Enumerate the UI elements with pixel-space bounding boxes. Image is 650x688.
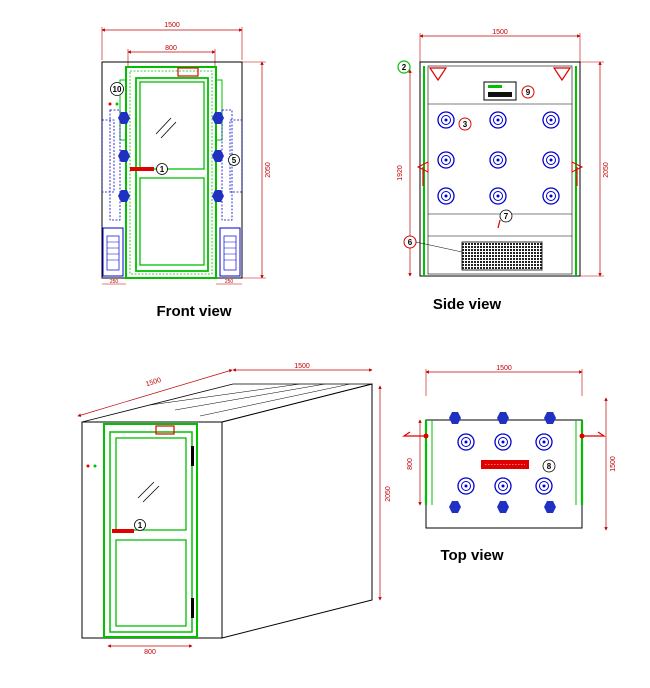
front-door-dim: 800: [165, 45, 177, 52]
front-callout-5: 5: [232, 156, 237, 165]
side-view: 1500 1920 2050 2 9: [397, 29, 610, 313]
front-height-dim: 2050: [265, 162, 272, 178]
front-view-title: Front view: [156, 303, 231, 320]
top-width-dim: 1500: [496, 365, 512, 372]
top-door-dim: 800: [407, 458, 414, 470]
front-left-base-dim: 250: [110, 279, 119, 285]
front-right-base-dim: 250: [225, 279, 234, 285]
iso-door-dim: 800: [144, 649, 156, 656]
top-view: 1500 1500 800 8: [402, 365, 617, 564]
side-view-title: Side view: [433, 296, 502, 313]
front-width-dim: 1500: [164, 22, 180, 29]
side-callout-2: 2: [402, 63, 407, 72]
side-callout-9: 9: [526, 88, 531, 97]
front-callout-10: 10: [113, 85, 122, 94]
iso-width-dim: 1500: [294, 363, 310, 370]
front-callout-1: 1: [160, 165, 165, 174]
iso-view: 1500 1500 2050 1 800: [77, 363, 392, 656]
side-height-dim: 2050: [603, 162, 610, 178]
side-callout-3: 3: [463, 120, 468, 129]
side-width-dim: 1500: [492, 29, 508, 36]
top-view-title: Top view: [440, 547, 503, 564]
top-depth-dim: 1500: [610, 456, 617, 472]
side-callout-7: 7: [504, 212, 509, 221]
front-view: 1500 800 2050 1: [101, 22, 272, 320]
side-callout-6: 6: [408, 238, 413, 247]
iso-callout-1: 1: [138, 521, 143, 530]
iso-depth-dim: 1500: [145, 377, 162, 388]
iso-height-dim: 2050: [385, 486, 392, 502]
top-callout-8: 8: [547, 462, 552, 471]
side-inner-height-dim: 1920: [397, 165, 404, 181]
